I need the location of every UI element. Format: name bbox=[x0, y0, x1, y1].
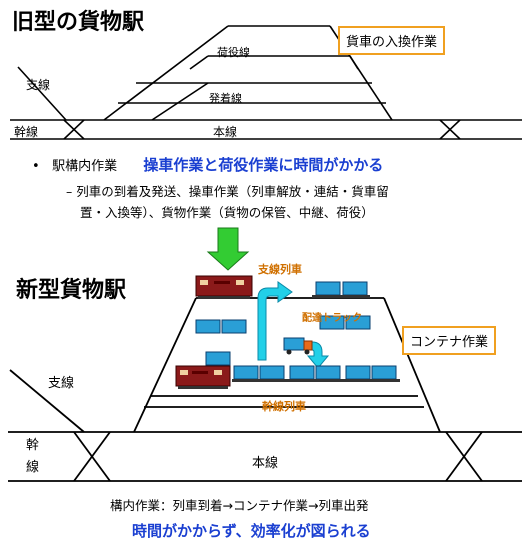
delivery-truck-icon bbox=[283, 337, 313, 355]
new-trunk-line-label-2: 線 bbox=[26, 460, 40, 475]
branch-train-label: 支線列車 bbox=[258, 263, 302, 276]
old-station-callout: 貨車の入換作業 bbox=[338, 26, 446, 55]
green-down-arrow bbox=[206, 227, 250, 271]
bullet-sub-line-1: – 列車の到着及発送、操車作業（列車解放・連結・貨車留 bbox=[66, 184, 389, 199]
old-main-line-label: 本線 bbox=[213, 125, 238, 139]
bullet-dot: • bbox=[32, 159, 48, 174]
new-station-title: 新型貨物駅 bbox=[16, 278, 127, 303]
new-trunk-line-label-1: 幹 bbox=[26, 438, 40, 453]
bullet-emphasis: 操車作業と荷役作業に時間がかかる bbox=[143, 156, 384, 174]
bullet-sub-line-2: 置・入換等）、貨物作業（貨物の保管、中継、荷役） bbox=[80, 205, 374, 220]
old-trunk-line-label: 幹線 bbox=[14, 125, 39, 139]
footer-conclusion: 時間がかからず、効率化が図られる bbox=[132, 522, 371, 540]
old-branch-line-label: 支線 bbox=[26, 78, 51, 92]
locomotive-top bbox=[195, 275, 253, 299]
departure-line-label: 発着線 bbox=[209, 92, 242, 105]
footer-flow: 構内作業：列車到着→コンテナ作業→列車出発 bbox=[110, 498, 369, 513]
new-main-line-label: 本線 bbox=[252, 456, 279, 471]
bullet-lead: 駅構内作業 bbox=[52, 159, 118, 174]
old-station-tracks bbox=[10, 25, 522, 140]
containers-trunk-train bbox=[233, 365, 397, 380]
new-station-callout: コンテナ作業 bbox=[402, 326, 497, 355]
cargo-line-label: 荷役線 bbox=[217, 46, 250, 59]
bullet-item-1: • 駅構内作業 操車作業と荷役作業に時間がかかる bbox=[32, 154, 383, 175]
flatcars bbox=[232, 295, 400, 382]
new-station-tracks bbox=[8, 297, 522, 482]
delivery-truck-label: 配達トラック bbox=[302, 313, 362, 324]
locomotive-bottom bbox=[175, 365, 231, 389]
containers-branch-train bbox=[315, 281, 368, 296]
containers-middle bbox=[195, 315, 371, 366]
old-station-title: 旧型の貨物駅 bbox=[12, 10, 145, 35]
trunk-train-label: 幹線列車 bbox=[262, 400, 306, 413]
new-branch-line-label: 支線 bbox=[48, 376, 75, 391]
